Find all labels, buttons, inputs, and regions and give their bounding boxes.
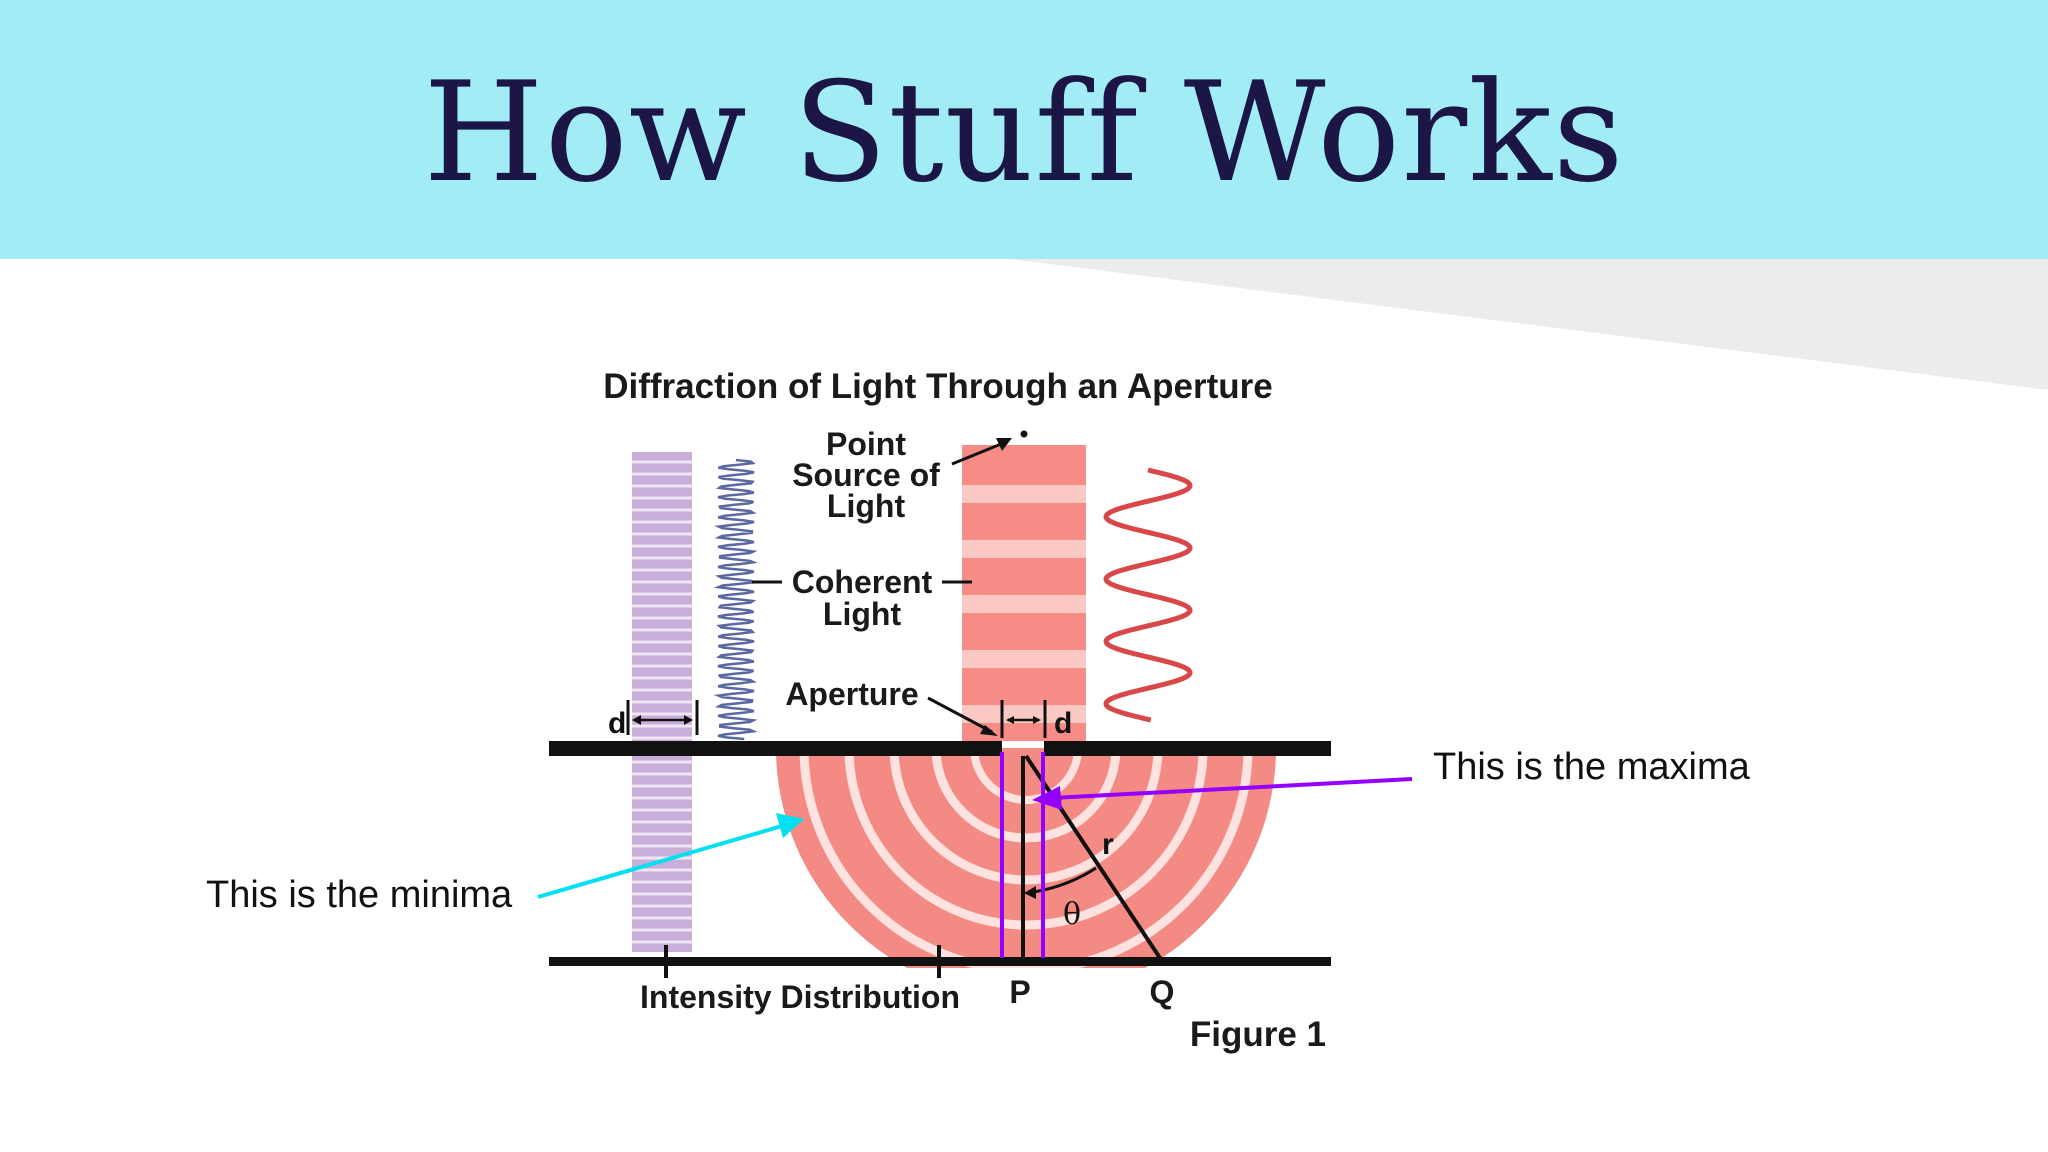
d-left-arrowhead-a (632, 715, 641, 725)
diffraction-ring-pattern (776, 748, 1276, 968)
beam-band (962, 705, 1086, 723)
coherent-line-2: Light (823, 596, 902, 632)
point-source-line-3: Light (827, 488, 906, 524)
point-source-arrowhead (996, 438, 1012, 451)
coherent-line-1: Coherent (792, 564, 933, 600)
d-right-arrowhead-b (1033, 716, 1041, 724)
beam-band (962, 540, 1086, 558)
pink-coherent-beam (962, 445, 1086, 741)
q-label: Q (1150, 974, 1175, 1010)
maxima-arrowhead (1032, 786, 1062, 810)
slide-title: How Stuff Works (423, 52, 1625, 213)
point-source-line-1: Point (826, 426, 906, 462)
minima-callout-label: This is the minima (206, 874, 513, 916)
aperture-barrier (549, 741, 1331, 756)
blue-compressed-wave (713, 458, 759, 741)
d-left-arrowhead-b (684, 715, 693, 725)
red-sine-wave (1103, 467, 1193, 723)
figure-title: Diffraction of Light Through an Aperture (603, 367, 1272, 406)
beam-band (962, 485, 1086, 503)
ray-line-q (1024, 754, 1162, 960)
minima-arrow-line (537, 824, 783, 899)
d-right-arrowhead-a (1006, 716, 1014, 724)
maxima-callout-label: This is the maxima (1433, 746, 1750, 788)
point-source-dot (1020, 430, 1028, 438)
aperture-label: Aperture (785, 676, 918, 712)
maxima-arrow-line (1051, 777, 1413, 800)
point-source-line-2: Source of (792, 457, 940, 493)
d-right-label: d (1054, 707, 1072, 740)
minima-arrowhead (776, 813, 804, 838)
p-label: P (1009, 974, 1030, 1010)
title-banner (0, 0, 2048, 259)
aperture-pointer (927, 696, 993, 734)
theta-arrow-head (1024, 886, 1036, 899)
aperture-arrowhead (980, 725, 998, 736)
theta-label: θ (1063, 897, 1081, 932)
point-source-label: Point Source of Light (792, 426, 940, 524)
r-label: r (1102, 828, 1114, 861)
beam-band (962, 595, 1086, 613)
coherent-light-label: Coherent Light (792, 564, 933, 632)
d-left-label: d (608, 707, 626, 740)
figure-number-label: Figure 1 (1190, 1015, 1326, 1054)
beam-band (962, 650, 1086, 668)
lavender-light-column (632, 452, 692, 952)
point-source-pointer (951, 440, 1007, 466)
intensity-distribution-label: Intensity Distribution (640, 979, 960, 1015)
